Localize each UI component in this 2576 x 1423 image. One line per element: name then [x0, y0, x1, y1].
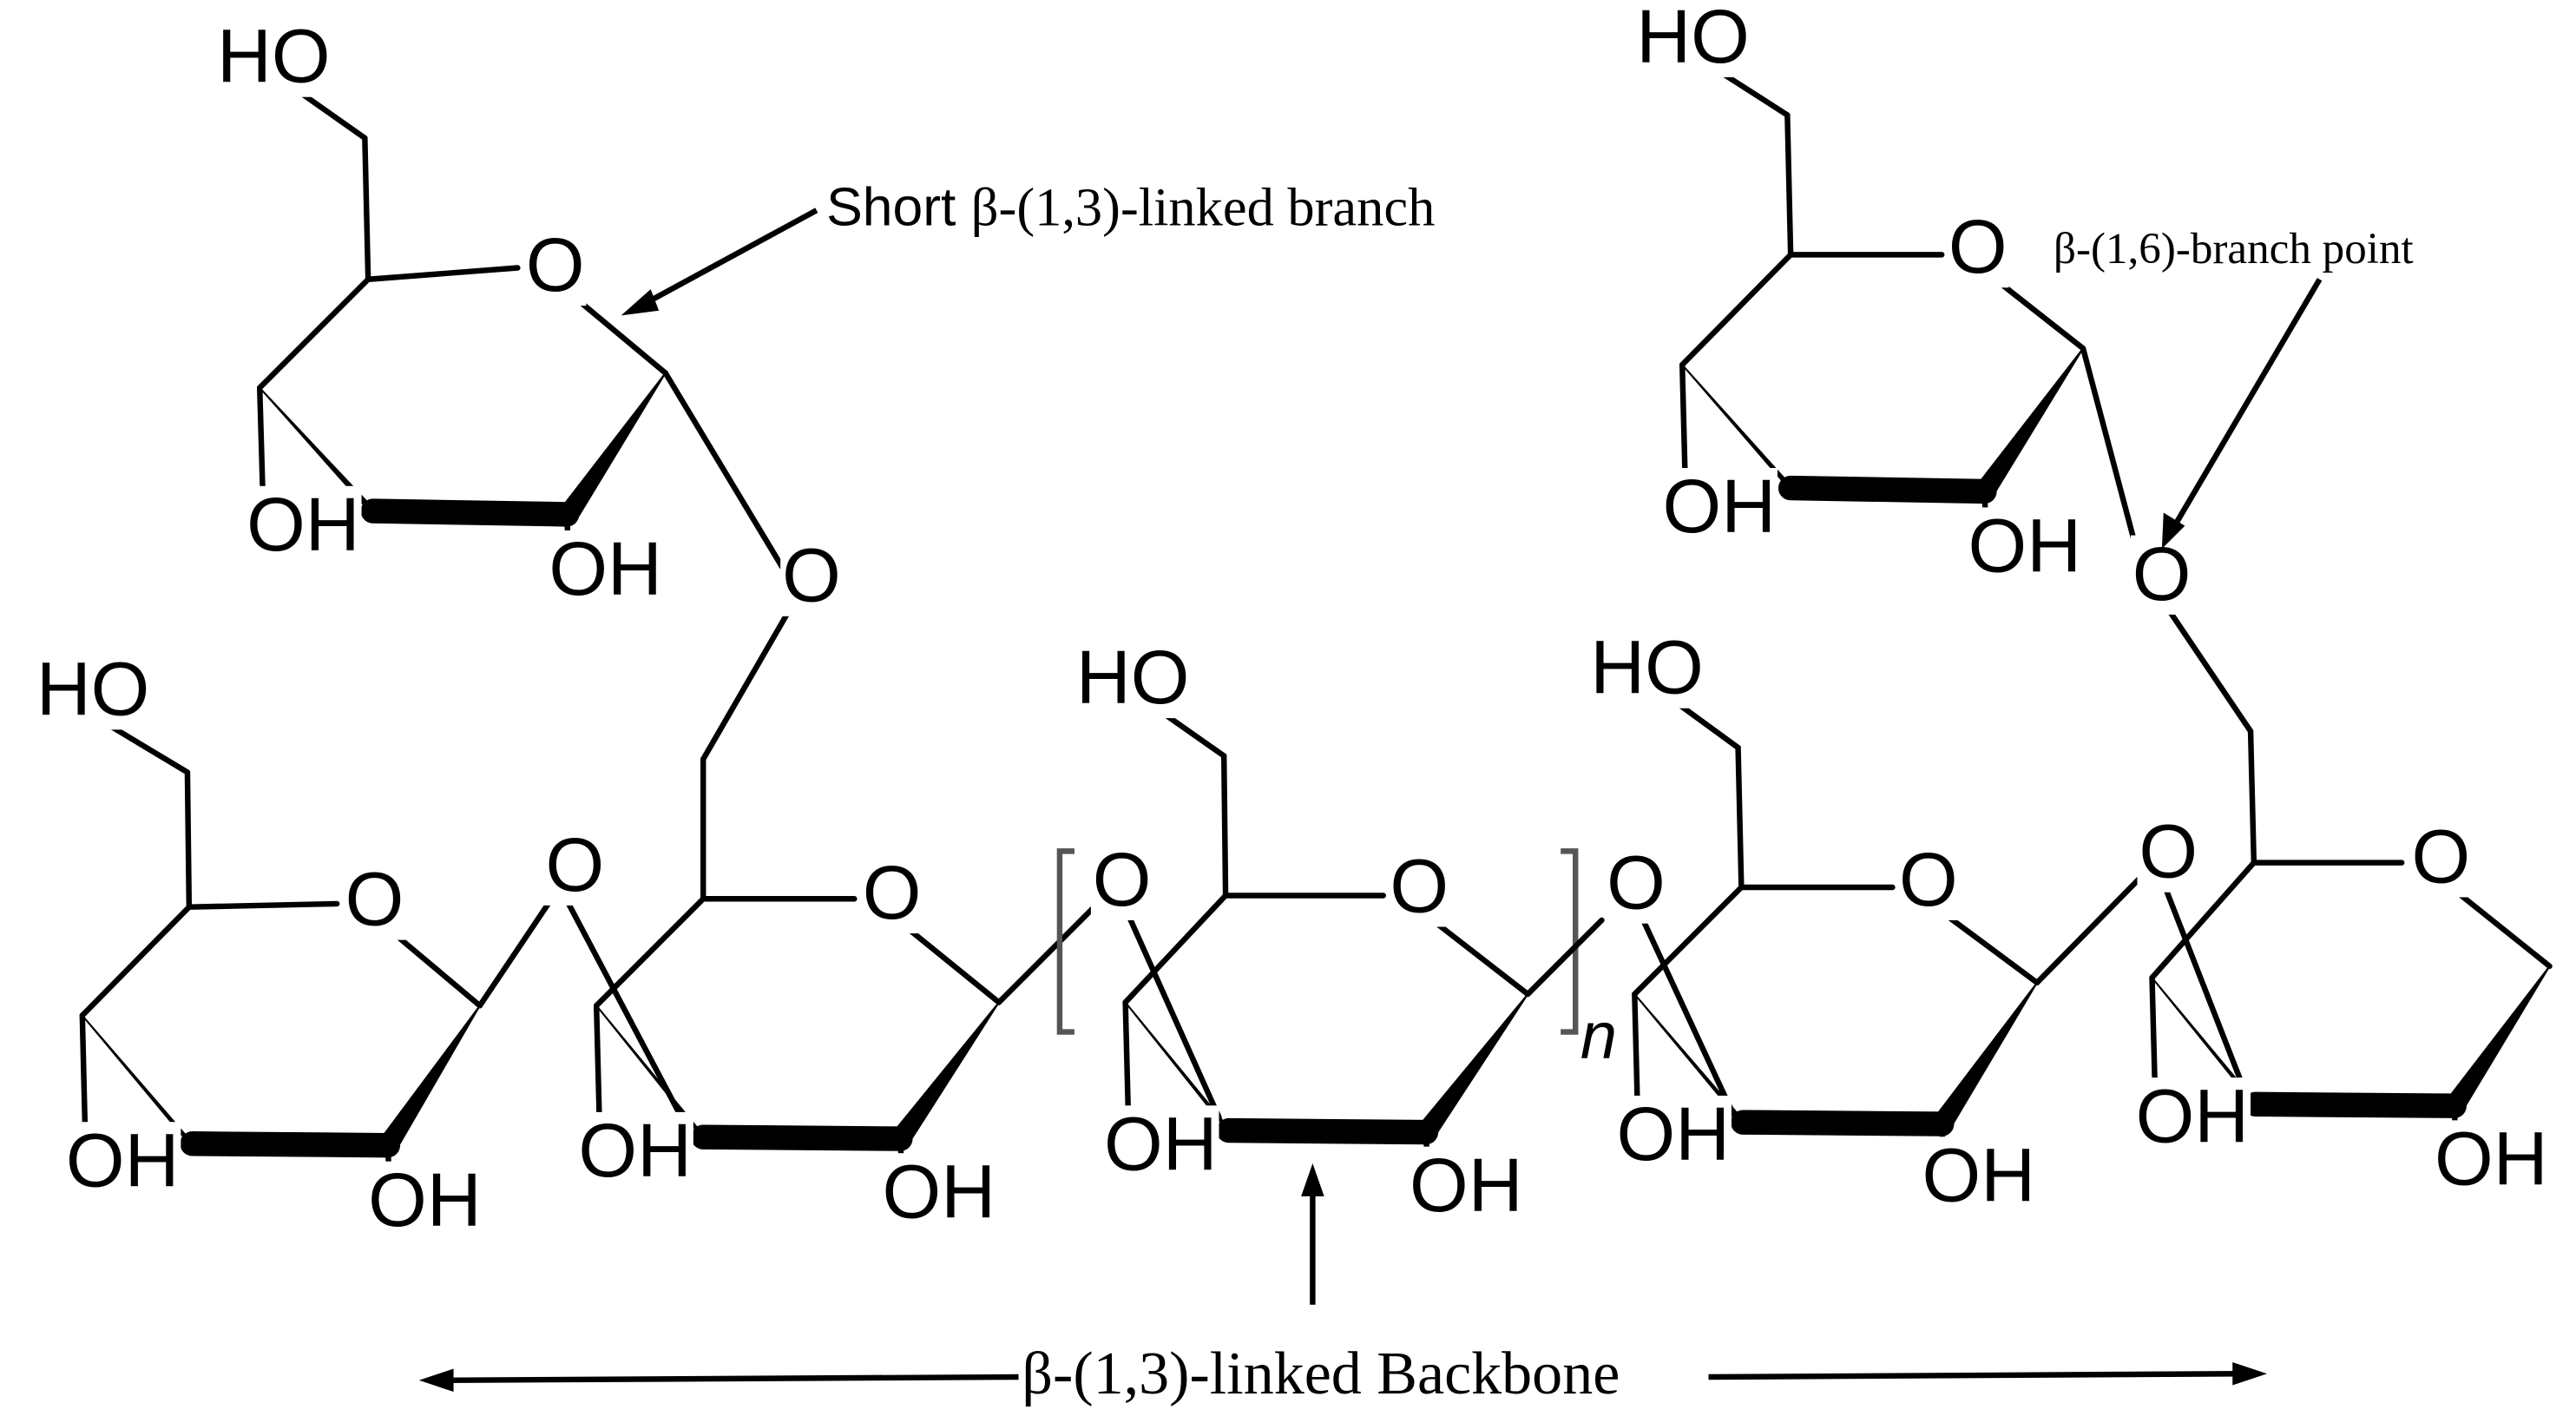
atom-label-mask [343, 860, 406, 940]
atom-label-mask [1388, 847, 1450, 927]
atom-label-mask [1897, 840, 1960, 920]
bonds [79, 59, 2553, 1189]
atom-label-ho: HO [1590, 626, 1704, 710]
atom-label-oh: OH [549, 527, 662, 611]
repeat-subscript: n [1580, 999, 1617, 1073]
atom-label-ho: HO [217, 15, 331, 99]
atom-label-ring-oxygen: O [2412, 814, 2471, 899]
atom-label-mask [2133, 1077, 2251, 1157]
ring-top-left [257, 72, 785, 570]
atom-label-mask [215, 17, 332, 97]
atom-label-glycosidic-oxygen: O [1093, 838, 1152, 922]
backbone-left-arrowhead [418, 1368, 454, 1393]
branch-point-label: β-(1,6)-branch point [2054, 224, 2414, 273]
atom-label-mask [2409, 818, 2473, 898]
atom-label-mask [543, 826, 607, 906]
atom-label-mask [1074, 638, 1192, 719]
atom-label-oh: OH [1410, 1143, 1523, 1228]
atom-label-mask [245, 485, 362, 566]
short-branch-arrow-line [642, 208, 818, 306]
backbone-up-arrowhead [1301, 1163, 1324, 1196]
atom-label-glycosidic-oxygen: O [782, 534, 841, 618]
atom-label-ho: HO [36, 647, 150, 731]
atom-label-oh: OH [66, 1118, 180, 1202]
atom-label-ho: HO [1636, 0, 1750, 79]
atom-label-oh: OH [368, 1158, 482, 1242]
atom-label-oh: OH [578, 1109, 692, 1193]
backbone-right-arrowhead [2232, 1361, 2267, 1386]
atom-label-oh: OH [1922, 1133, 2036, 1217]
atom-label-mask [1946, 208, 2009, 288]
atom-label-ring-oxygen: O [1390, 844, 1449, 928]
atom-label-oh: OH [2435, 1117, 2548, 1202]
backbone-label: β-(1,3)-linked Backbone [1022, 1341, 1620, 1407]
atom-label-mask [1920, 1136, 2038, 1216]
atom-label-mask [576, 1111, 693, 1192]
atom-label-mask [780, 537, 843, 616]
short-branch-arrowhead [621, 289, 660, 316]
atom-labels: HO O OH OH O HO O OH OH O O OH OH O HO O… [34, 0, 2550, 1242]
atom-label-mask [1660, 467, 1778, 548]
atom-label-mask [1588, 629, 1705, 708]
backbone-right-arrow-line [1708, 1371, 2243, 1380]
atom-label-glycosidic-oxygen: O [1607, 841, 1666, 926]
atom-label-mask [2433, 1120, 2550, 1200]
atom-label-mask [1634, 0, 1751, 78]
atom-label-mask [1090, 840, 1153, 920]
atom-label-mask [547, 530, 664, 610]
atom-label-mask [523, 226, 587, 306]
atom-label-mask [880, 1153, 997, 1233]
backbone-label-mask [1018, 1340, 1624, 1407]
atom-label-mask [1102, 1105, 1219, 1185]
atom-label-ho: HO [1076, 636, 1190, 720]
branch-point-arrow-line [2169, 278, 2323, 532]
short-branch-label-rest: β-(1,3)-linked branch [971, 176, 1436, 237]
atom-label-oh: OH [2136, 1074, 2250, 1158]
atom-label-mask [64, 1122, 181, 1202]
branch-point-arrowhead [2161, 512, 2185, 550]
atom-label-oh: OH [883, 1150, 996, 1234]
atom-label-mask [860, 853, 923, 934]
ring-1 [79, 720, 554, 1189]
atom-label-mask [1578, 1002, 1619, 1071]
atom-label-oh: OH [1663, 464, 1777, 549]
atom-label-oh: OH [1617, 1092, 1731, 1176]
atom-label-oh: OH [246, 483, 360, 567]
atom-label-mask [1966, 507, 2084, 587]
short-branch-label-prefix: Short [826, 176, 971, 237]
short-branch-label: Short β-(1,3)-linked branch [826, 176, 1435, 237]
ring-3 [1122, 687, 1605, 1176]
atom-label-mask [1408, 1146, 1525, 1226]
atom-label-ring-oxygen: O [863, 851, 922, 935]
atom-label-ring-oxygen: O [1899, 838, 1958, 922]
atom-label-mask [34, 650, 152, 730]
atom-label-glycosidic-oxygen: O [2132, 532, 2192, 616]
annotations: Short β-(1,3)-linked branch β-(1,6)-bran… [418, 176, 2414, 1407]
atom-label-mask [2137, 813, 2199, 893]
atom-label-mask [1605, 844, 1667, 924]
backbone-left-arrow-line [444, 1374, 1019, 1384]
atom-label-oh: OH [1104, 1103, 1218, 1187]
atom-label-mask [366, 1161, 483, 1241]
atom-label-glycosidic-oxygen: O [2139, 810, 2198, 894]
atom-label-ring-oxygen: O [1948, 205, 2008, 289]
atom-label-mask [2130, 535, 2193, 615]
atom-label-ring-oxygen: O [526, 223, 585, 307]
atom-label-mask [1614, 1095, 1732, 1176]
atom-label-oh: OH [1968, 504, 2082, 589]
atom-label-glycosidic-oxygen: O [546, 823, 605, 907]
atom-label-ring-oxygen: O [345, 858, 404, 942]
